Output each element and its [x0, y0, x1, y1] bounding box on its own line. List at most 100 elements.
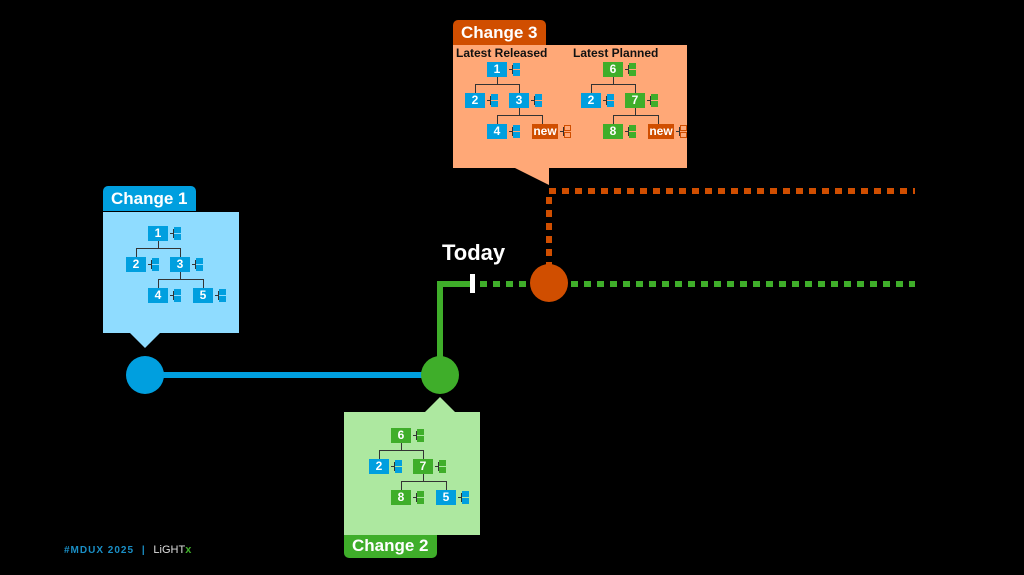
connector-line	[158, 279, 204, 280]
node-label: 4	[493, 124, 501, 138]
tree-node[interactable]: 3	[170, 257, 190, 272]
milestone-change3[interactable]	[530, 264, 568, 302]
today-label: Today	[442, 240, 506, 265]
substructure-icon	[391, 459, 403, 474]
node-label: 3	[515, 93, 523, 107]
substructure-icon	[215, 288, 227, 303]
connector-line	[658, 115, 659, 124]
tree-node[interactable]: new	[648, 124, 674, 139]
substructure-icon	[603, 93, 615, 108]
tree-node[interactable]: 1	[148, 226, 168, 241]
connector-line	[475, 84, 520, 85]
footer-hashtag: #MDUX 2025	[64, 545, 135, 556]
tree-node[interactable]: 2	[126, 257, 146, 272]
node-label: 7	[419, 459, 427, 473]
node-label: 1	[154, 226, 162, 240]
tree-node[interactable]: 3	[509, 93, 529, 108]
tree-node[interactable]: 4	[148, 288, 168, 303]
connector-line	[613, 115, 614, 124]
connector-line	[519, 84, 520, 93]
tree-node[interactable]: 8	[391, 490, 411, 505]
change1-panel: 1 2 3 4 5	[103, 212, 239, 333]
timeline-line-branch-change3	[546, 188, 915, 282]
milestone-change2[interactable]	[421, 356, 459, 394]
substructure-icon	[531, 93, 543, 108]
connector-line	[136, 248, 137, 257]
substructure-icon	[647, 93, 659, 108]
connector-line	[401, 481, 402, 490]
connector-line	[519, 108, 520, 116]
tree-node[interactable]: 6	[603, 62, 623, 77]
connector-line	[136, 248, 181, 249]
connector-line	[635, 84, 636, 93]
node-label: 8	[397, 490, 405, 504]
connector-line	[180, 272, 181, 280]
node-label: 2	[375, 459, 383, 473]
tree-node[interactable]: 8	[603, 124, 623, 139]
footer-brand-x: x	[185, 544, 193, 556]
tree-node[interactable]: 2	[465, 93, 485, 108]
substructure-icon	[170, 288, 182, 303]
connector-line	[475, 84, 476, 93]
tree-node[interactable]: 5	[193, 288, 213, 303]
substructure-icon	[509, 124, 521, 139]
connector-line	[401, 481, 447, 482]
connector-line	[542, 115, 543, 124]
tree-node[interactable]: 4	[487, 124, 507, 139]
node-label: 7	[631, 93, 639, 107]
substructure-icon	[192, 257, 204, 272]
footer-separator: |	[141, 545, 146, 556]
tree-node[interactable]: 1	[487, 62, 507, 77]
substructure-icon	[487, 93, 499, 108]
substructure-icon	[625, 62, 637, 77]
substructure-icon	[435, 459, 447, 474]
node-label: 2	[471, 93, 479, 107]
footer-brand: LiGHT	[153, 544, 186, 556]
connector-line	[423, 474, 424, 482]
connector-line	[158, 279, 159, 288]
node-label: 8	[609, 124, 617, 138]
connector-line	[379, 450, 380, 459]
node-label: 2	[587, 93, 595, 107]
change2-panel: 6 2 7 8 5	[344, 412, 480, 535]
tree-node[interactable]: 2	[581, 93, 601, 108]
substructure-icon	[676, 124, 688, 139]
timeline-line-current	[437, 281, 472, 375]
connector-line	[591, 84, 636, 85]
substructure-icon	[148, 257, 160, 272]
node-label: 5	[199, 288, 207, 302]
connector-line	[423, 450, 424, 459]
substructure-icon	[458, 490, 470, 505]
substructure-icon	[413, 490, 425, 505]
tree-node[interactable]: 7	[413, 459, 433, 474]
connector-line	[591, 84, 592, 93]
connector-line	[180, 248, 181, 257]
tree-node[interactable]: 7	[625, 93, 645, 108]
released-column-label: Latest Released	[456, 46, 548, 60]
tree-node[interactable]: new	[532, 124, 558, 139]
substructure-icon	[413, 428, 425, 443]
milestone-change1[interactable]	[126, 356, 164, 394]
node-label: 5	[442, 490, 450, 504]
substructure-icon	[170, 226, 182, 241]
connector-line	[613, 77, 614, 85]
connector-line	[446, 481, 447, 490]
tree-node[interactable]: 6	[391, 428, 411, 443]
node-label: 6	[397, 428, 405, 442]
tree-node[interactable]: 2	[369, 459, 389, 474]
substructure-icon	[509, 62, 521, 77]
connector-line	[158, 241, 159, 249]
node-label: new	[649, 124, 673, 138]
node-label: 2	[132, 257, 140, 271]
connector-line	[497, 115, 543, 116]
tree-node[interactable]: 5	[436, 490, 456, 505]
node-label: 3	[176, 257, 184, 271]
change2-pointer	[425, 397, 455, 412]
change3-pointer	[515, 168, 549, 185]
substructure-icon	[625, 124, 637, 139]
node-label: 1	[493, 62, 501, 76]
node-label: new	[533, 124, 557, 138]
connector-line	[613, 115, 659, 116]
change3-title: Change 3	[453, 20, 546, 45]
